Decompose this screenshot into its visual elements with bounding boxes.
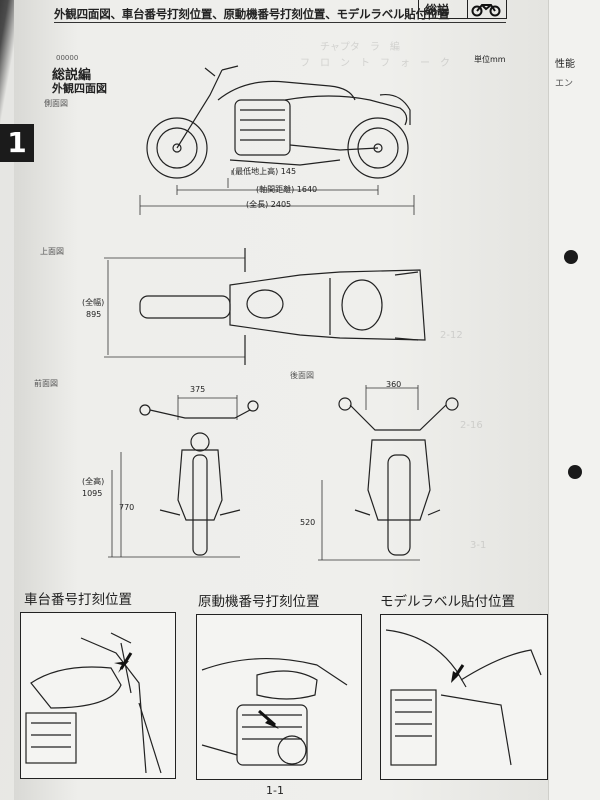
next-sheet-text: エン <box>555 79 574 89</box>
rear-view-label: 後面図 <box>290 371 314 380</box>
dim-rear-handlebar: 360 <box>386 380 402 389</box>
heading-code: 00000 <box>56 54 79 62</box>
dim-rear-height: 520 <box>300 518 316 527</box>
dim-width-value: 895 <box>86 310 102 319</box>
heading-sub: 外観四面図 <box>52 82 107 95</box>
dim-wheelbase: (軸間距離) 1640 <box>256 185 318 194</box>
next-sheet-header: 性能 <box>555 59 575 70</box>
next-sheet: 性能 エン <box>548 0 600 800</box>
vin-location-title: 車台番号打刻位置 <box>24 592 132 608</box>
dim-width-label: (全幅) <box>82 298 105 307</box>
front-view-label: 前面図 <box>34 379 58 388</box>
header-rule <box>54 22 506 23</box>
page-number: 1-1 <box>266 784 284 797</box>
heading-main: 総説編 <box>52 68 92 83</box>
top-view-label: 上面図 <box>40 247 64 256</box>
engine-number-location-title: 原動機番号打刻位置 <box>198 594 320 610</box>
dim-ground-clearance: (最低地上高) 145 <box>232 167 297 176</box>
model-label-location-title: モデルラベル貼付位置 <box>380 594 515 610</box>
dim-height-value: 1095 <box>82 489 103 498</box>
motorcycle-icon <box>466 0 507 19</box>
section-label-box: 総説 <box>418 0 468 19</box>
side-view-label: 側面図 <box>44 99 68 108</box>
section-label: 総説 <box>425 3 450 17</box>
chapter-tab: 1 <box>0 124 34 162</box>
engine-number-location-diagram <box>196 614 362 780</box>
unit-label: 単位mm <box>474 55 506 64</box>
dim-overall-length: (全長) 2405 <box>246 200 292 209</box>
model-label-location-diagram <box>380 614 548 780</box>
binder-hole <box>564 250 578 264</box>
vin-location-diagram <box>20 612 176 779</box>
page-header-title: 外観四面図、車台番号打刻位置、原動機番号打刻位置、モデルラベル貼付位置 <box>54 7 450 21</box>
dim-height-label: (全高) <box>82 477 105 486</box>
dim-seat-height: 770 <box>119 503 135 512</box>
dim-front-handlebar: 375 <box>190 385 206 394</box>
binder-hole <box>568 465 582 479</box>
